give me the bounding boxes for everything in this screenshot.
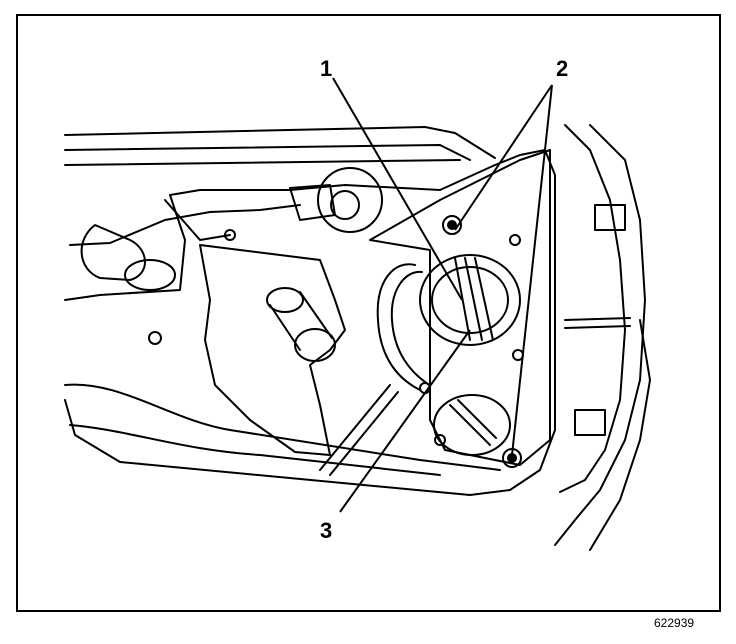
leader-2b: [511, 84, 553, 456]
module-plate: [369, 149, 551, 466]
lower-hinge-bracket: [574, 409, 606, 436]
door-inner-panel: [64, 149, 556, 496]
window-top-rail: [64, 126, 496, 161]
fastener-upper-core: [447, 220, 457, 230]
door-edge-outer: [554, 124, 646, 546]
regulator-track: [319, 384, 399, 476]
lock-rod: [69, 204, 301, 246]
window-rail-inner: [64, 159, 461, 166]
leader-1: [332, 77, 463, 301]
upper-opening: [419, 254, 521, 346]
deflector-cylinder-end: [294, 328, 336, 362]
figure-number: 622939: [654, 616, 695, 630]
figure-frame: [16, 14, 721, 612]
leader-2a: [454, 84, 553, 231]
deflector-cylinder-body: [269, 291, 333, 351]
lock-actuator-inner: [330, 190, 360, 220]
lock-actuator: [317, 167, 383, 233]
check-link: [564, 317, 631, 329]
screw-hole: [148, 331, 162, 345]
fastener-lower-core: [507, 453, 517, 463]
callout-2: 2: [556, 56, 569, 81]
upper-opening-inner: [431, 266, 509, 334]
fastener-upper: [442, 215, 462, 235]
upper-hinge-bracket: [594, 204, 626, 231]
callout-1: 1: [320, 56, 333, 81]
callout-3: 3: [320, 518, 333, 543]
screw-hole: [434, 434, 446, 446]
lock-bracket: [289, 184, 336, 221]
water-deflector: [199, 244, 346, 456]
screw-hole: [509, 234, 521, 246]
door-edge: [559, 124, 626, 493]
wiring-harness-inner: [390, 270, 429, 385]
leader-3: [339, 329, 471, 513]
lower-opening-bar: [449, 399, 497, 446]
screw-hole: [224, 229, 236, 241]
handle-rod: [164, 199, 231, 241]
lower-door-contour-2: [69, 424, 441, 476]
deflector-cylinder: [266, 287, 304, 313]
handle-opening: [124, 259, 176, 291]
handle-cavity: [80, 224, 146, 281]
wiring-harness: [376, 263, 421, 391]
hinge-pillar: [589, 319, 651, 551]
lower-opening: [433, 394, 511, 456]
lower-door-contour: [64, 383, 501, 471]
